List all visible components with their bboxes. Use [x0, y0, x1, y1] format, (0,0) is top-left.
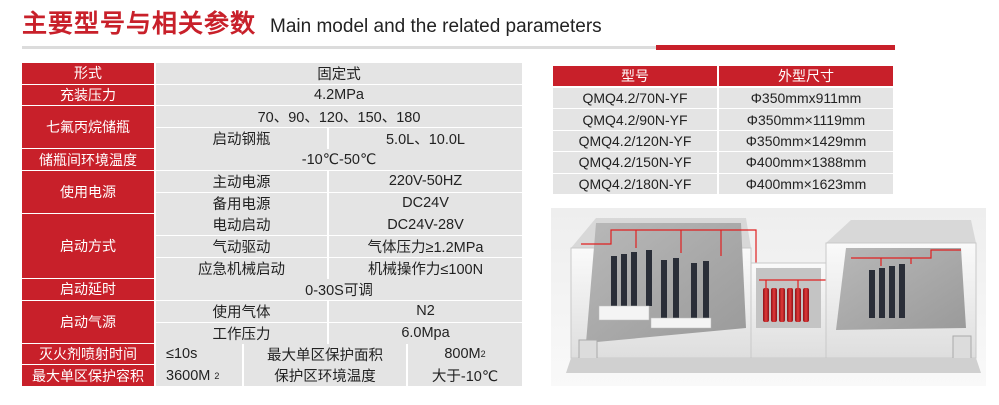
model-size: Φ350mm×1119mm [719, 109, 893, 130]
server-room-left [570, 218, 757, 365]
param-sub-label: 最大单区保护面积 [244, 343, 406, 365]
table-row: QMQ4.2/150N-YF Φ400mm×1388mm [553, 152, 893, 173]
model-name: QMQ4.2/150N-YF [553, 152, 717, 173]
param-value: DC24V-28V [329, 214, 522, 236]
table-row: QMQ4.2/70N-YF Φ350mmx911mm [553, 88, 893, 109]
param-label: 使用电源 [22, 170, 154, 214]
model-name: QMQ4.2/90N-YF [553, 109, 717, 130]
model-size: Φ350mm×1429mm [719, 130, 893, 152]
param-value: 4.2MPa [156, 84, 522, 106]
param-sub-label: 应急机械启动 [156, 258, 327, 280]
param-sub-label: 电动启动 [156, 214, 327, 236]
param-value: 3600M 2 [156, 365, 242, 387]
param-value: 大于-10℃ [408, 365, 522, 387]
param-sub-label: 使用气体 [156, 300, 327, 322]
system-illustration [551, 208, 986, 386]
page-header: 主要型号与相关参数 Main model and the related par… [22, 4, 602, 44]
param-value: 220V-50HZ [329, 170, 522, 192]
param-row-delay: 启动延时 0-30S可调 [22, 278, 522, 300]
param-value: 0-30S可调 [156, 278, 522, 300]
header-accent-bar [656, 45, 895, 50]
param-label: 最大单区保护容积 [22, 365, 154, 386]
param-value: 70、90、120、150、180 [156, 106, 522, 128]
model-size: Φ400mm×1388mm [719, 152, 893, 173]
param-value: -10℃-50℃ [156, 149, 522, 170]
param-sub-label: 气动驱动 [156, 236, 327, 258]
model-table: 型号 外型尺寸 QMQ4.2/70N-YF Φ350mmx911mm QMQ4.… [553, 66, 893, 195]
page-subtitle: Main model and the related parameters [270, 16, 602, 37]
param-sub-label: 保护区环境温度 [244, 365, 406, 387]
model-name: QMQ4.2/70N-YF [553, 88, 717, 109]
param-label: 充装压力 [22, 84, 154, 106]
param-row-ambient: 储瓶间环境温度 -10℃-50℃ [22, 149, 522, 170]
table-row: QMQ4.2/120N-YF Φ350mm×1429mm [553, 130, 893, 152]
param-label: 灭火剂喷射时间 [22, 343, 154, 365]
param-sub-label: 工作压力 [156, 322, 327, 344]
param-value: 固定式 [156, 63, 522, 84]
param-row-cylinder: 七氟丙烷储瓶 70、90、120、150、180 启动钢瓶 5.0L、10.0L [22, 106, 522, 150]
model-header-model: 型号 [553, 66, 717, 86]
param-row-power: 使用电源 主动电源 220V-50HZ 备用电源 DC24V [22, 170, 522, 214]
param-row-pressure: 充装压力 4.2MPa [22, 84, 522, 106]
param-label: 启动延时 [22, 278, 154, 300]
param-value: 气体压力≥1.2MPa [329, 236, 522, 258]
param-row-form: 形式 固定式 [22, 63, 522, 84]
param-value: N2 [329, 300, 522, 322]
server-room-right [825, 220, 977, 363]
parameter-table: 形式 固定式 充装压力 4.2MPa 七氟丙烷储瓶 70、90、120、150、… [22, 63, 522, 387]
table-row: QMQ4.2/90N-YF Φ350mm×1119mm [553, 109, 893, 130]
model-header-size: 外型尺寸 [719, 66, 893, 86]
param-label: 储瓶间环境温度 [22, 149, 154, 170]
model-name: QMQ4.2/180N-YF [553, 173, 717, 194]
model-size: Φ400mm×1623mm [719, 173, 893, 194]
param-row-start-mode: 启动方式 电动启动 DC24V-28V 气动驱动 气体压力≥1.2MPa 应急机… [22, 214, 522, 280]
param-value: ≤10s [156, 343, 242, 365]
model-size: Φ350mmx911mm [719, 88, 893, 109]
param-value: 机械操作力≤100N [329, 258, 522, 280]
param-sub-label: 主动电源 [156, 170, 327, 192]
param-label: 启动方式 [22, 214, 154, 278]
param-label: 形式 [22, 63, 154, 84]
cylinder-room [750, 262, 851, 359]
param-value: 6.0Mpa [329, 322, 522, 344]
header-divider [22, 46, 656, 49]
param-value: DC24V [329, 192, 522, 214]
table-row: QMQ4.2/180N-YF Φ400mm×1623mm [553, 173, 893, 194]
param-label: 启动气源 [22, 300, 154, 343]
model-table-header: 型号 外型尺寸 [553, 66, 893, 86]
page-title: 主要型号与相关参数 [22, 10, 257, 38]
param-row-volume: 最大单区保护容积 3600M 2 保护区环境温度 大于-10℃ [22, 365, 522, 387]
param-value: 5.0L、10.0L [329, 128, 522, 150]
param-sub-label: 备用电源 [156, 192, 327, 214]
param-row-start-gas: 启动气源 使用气体 N2 工作压力 6.0Mpa [22, 300, 522, 344]
param-label: 七氟丙烷储瓶 [22, 106, 154, 149]
model-name: QMQ4.2/120N-YF [553, 130, 717, 152]
param-sub-label: 启动钢瓶 [156, 128, 327, 150]
